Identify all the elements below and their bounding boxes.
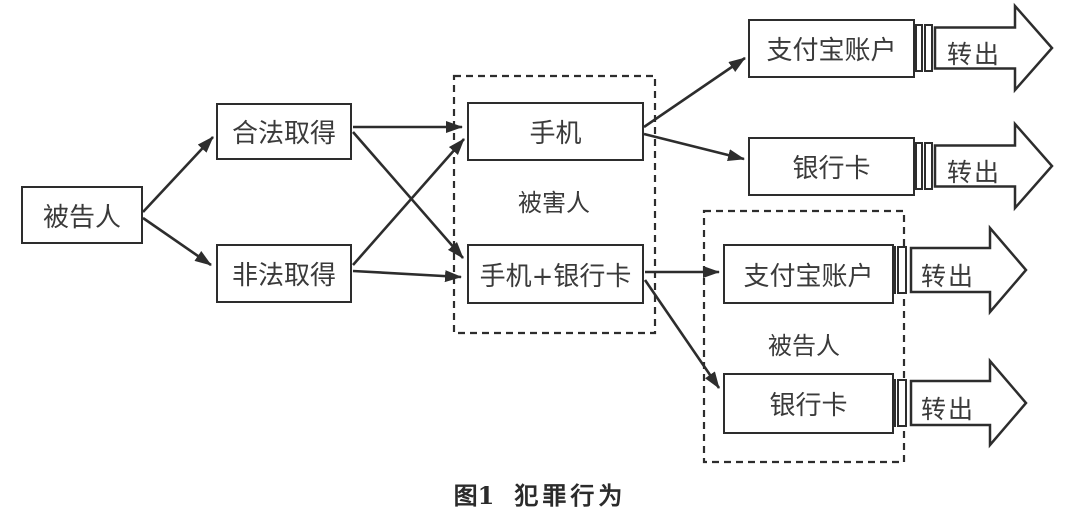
- transfer-out-label-2: 转出: [946, 158, 1001, 187]
- node-phone: 手机: [467, 102, 644, 161]
- node-illegal-obtain: 非法取得: [216, 244, 352, 303]
- node-bank-card-defendant: 银行卡: [723, 373, 894, 434]
- transfer-out-label-1: 转出: [946, 40, 1001, 69]
- node-alipay-account-defendant: 支付宝账户: [723, 244, 894, 304]
- flow-connector-arrows: [142, 56, 746, 389]
- separator-bars: [888, 24, 933, 427]
- node-legal-obtain: 合法取得: [216, 103, 352, 160]
- transfer-out-arrow-shapes: [909, 2, 1054, 449]
- transfer-out-label-3: 转出: [920, 262, 975, 291]
- node-defendant: 被告人: [21, 186, 143, 244]
- transfer-out-label-4: 转出: [920, 395, 975, 424]
- defendant-group-dashed-box: [702, 209, 906, 464]
- node-alipay-account-victim: 支付宝账户: [748, 19, 915, 78]
- figure-caption-number: 图1: [453, 481, 495, 510]
- figure-caption-title: 犯罪行为: [514, 481, 627, 510]
- defendant-group-label: 被告人: [768, 332, 840, 360]
- node-bank-card-victim: 银行卡: [748, 137, 915, 196]
- node-phone-plus-bank-card: 手机+银行卡: [467, 244, 644, 304]
- figure-caption: 图1 犯罪行为: [0, 476, 1080, 511]
- victim-group-dashed-box: [452, 74, 657, 335]
- victim-group-label: 被害人: [518, 189, 590, 217]
